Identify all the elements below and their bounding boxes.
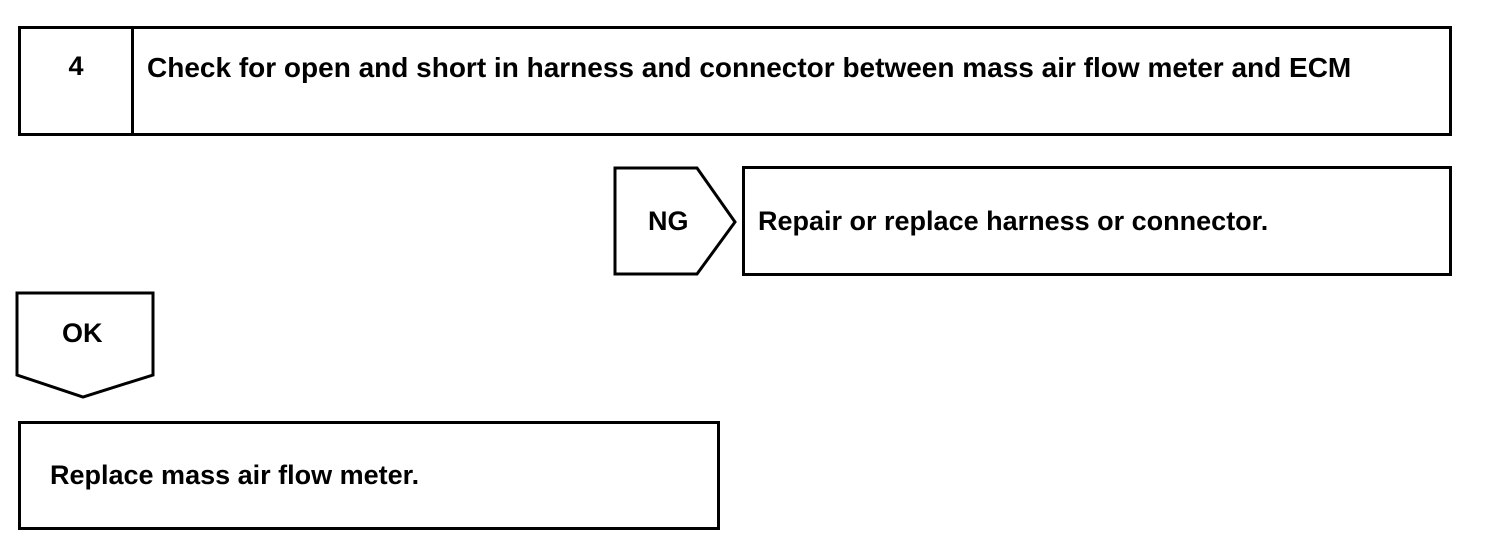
step-box: 4 Check for open and short in harness an… bbox=[18, 26, 1452, 136]
ng-action-text: Repair or replace harness or connector. bbox=[758, 205, 1269, 236]
step-number: 4 bbox=[21, 29, 134, 133]
ok-label: OK bbox=[62, 318, 103, 348]
ok-action-text: Replace mass air flow meter. bbox=[50, 460, 420, 490]
ok-action-box: Replace mass air flow meter. bbox=[18, 421, 720, 530]
step-title: Check for open and short in harness and … bbox=[147, 52, 1352, 83]
ng-label: NG bbox=[648, 206, 689, 236]
ng-arrow-shape bbox=[613, 166, 741, 278]
ok-arrow-shape bbox=[15, 291, 157, 401]
ng-action-box: Repair or replace harness or connector. bbox=[742, 166, 1452, 276]
